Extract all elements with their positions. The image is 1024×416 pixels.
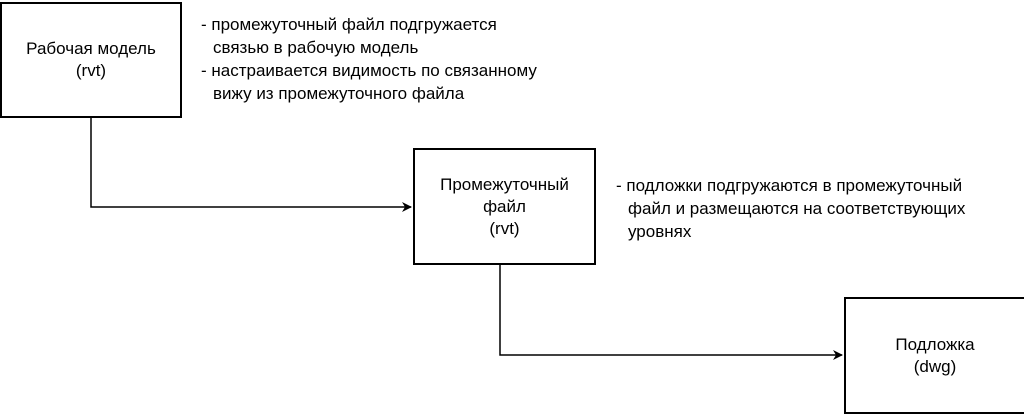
- note-line: файл и размещаются на соответствующих: [628, 199, 966, 218]
- underlay-title: Подложка: [895, 334, 975, 354]
- underlay-format: (dwg): [913, 356, 957, 376]
- connector-working-to-intermediate: [90, 118, 412, 212]
- underlay-node: Подложка (dwg): [844, 297, 1024, 414]
- working-model-notes: - промежуточный файл подгружается связью…: [201, 13, 537, 105]
- working-model-node: Рабочая модель (rvt): [0, 2, 182, 118]
- intermediate-file-title-line2: файл: [483, 196, 526, 216]
- note-line: - настраивается видимость по связанному: [201, 61, 537, 80]
- note-line: - промежуточный файл подгружается: [201, 15, 497, 34]
- working-model-format: (rvt): [75, 61, 107, 80]
- note-line: уровнях: [628, 222, 692, 241]
- intermediate-file-notes: - подложки подгружаются в промежуточный …: [616, 174, 965, 243]
- intermediate-file-format: (rvt): [489, 218, 520, 238]
- working-model-title: Рабочая модель: [26, 39, 156, 58]
- note-line: вижу из промежуточного файла: [213, 84, 465, 103]
- note-line: - подложки подгружаются в промежуточный: [616, 176, 963, 195]
- intermediate-file-node: Промежуточный файл (rvt): [413, 148, 596, 265]
- connector-intermediate-to-underlay: [499, 265, 843, 360]
- intermediate-file-title-line1: Промежуточный: [440, 174, 569, 194]
- note-line: связью в рабочую модель: [213, 38, 419, 57]
